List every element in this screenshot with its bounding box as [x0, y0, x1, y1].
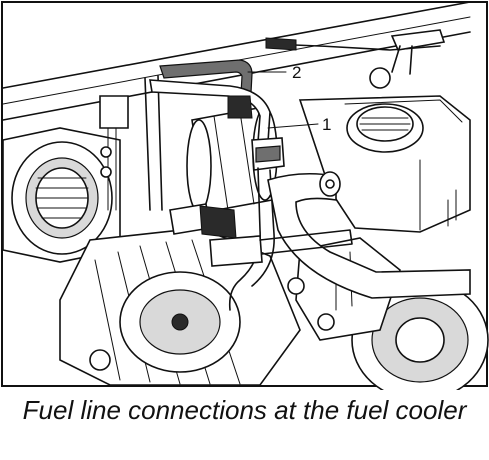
figure-caption: Fuel line connections at the fuel cooler [22, 395, 467, 425]
callout-label-1: 1 [322, 115, 331, 134]
fuel-lines [144, 59, 285, 311]
throttle-body [2, 95, 129, 263]
coolant-reservoir [298, 67, 471, 233]
engine-bay-illustration: 2 1 [1, 1, 489, 390]
alternator [59, 227, 301, 386]
coolant-hose [267, 171, 471, 299]
top-cable [265, 29, 446, 75]
connector [169, 203, 353, 295]
callout-label-2: 2 [292, 63, 301, 82]
callout-leaders [247, 71, 319, 129]
